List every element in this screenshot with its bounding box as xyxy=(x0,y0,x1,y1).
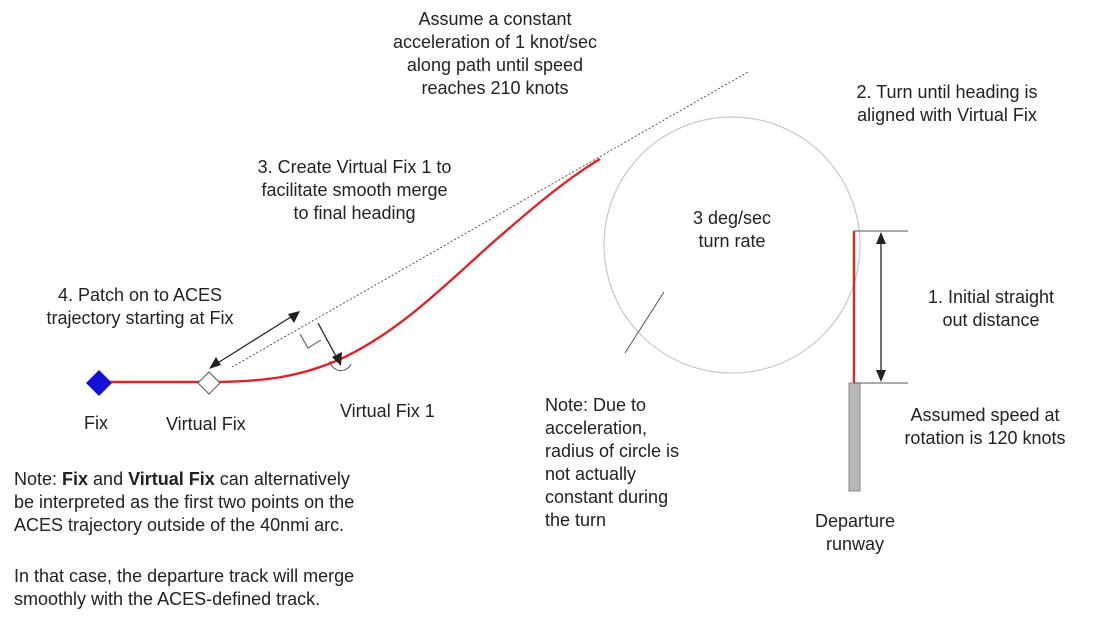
turn-label: 2. Turn until heading is aligned with Vi… xyxy=(812,81,1082,127)
accel-note-line-4: not actually xyxy=(545,464,637,484)
departure-runway-strip xyxy=(848,382,861,492)
extended-heading-line xyxy=(231,71,749,368)
virtual-fix-marker xyxy=(197,371,221,395)
create-vf-line-2: facilitate smooth merge xyxy=(261,180,448,200)
rotation-speed-label: Assumed speed at rotation is 120 knots xyxy=(880,404,1090,450)
acceleration-line-4: reaches 210 knots xyxy=(421,78,569,98)
virtual-fix-1-label: Virtual Fix 1 xyxy=(340,401,435,421)
runway-line-1: Departure xyxy=(814,511,896,531)
accel-note-line-1: Note: Due to xyxy=(545,395,647,415)
straight-out-line-2: out distance xyxy=(942,310,1040,330)
runway-label: Departure runway xyxy=(780,510,930,556)
turn-rate-label: 3 deg/sec turn rate xyxy=(662,207,802,253)
perpendicular-arrowhead xyxy=(332,352,342,366)
runway-line-2: runway xyxy=(825,534,885,554)
main-note-fix: Fix xyxy=(62,469,89,489)
turn-line-2: aligned with Virtual Fix xyxy=(857,105,1037,125)
turn-circle xyxy=(603,116,861,374)
patch-line-2: trajectory starting at Fix xyxy=(46,308,234,328)
fix-marker xyxy=(86,370,112,396)
straight-out-label: 1. Initial straight out distance xyxy=(896,286,1086,332)
note-leader-line xyxy=(624,291,665,354)
accel-note-line-6: the turn xyxy=(545,510,607,530)
acceleration-line-1: Assume a constant xyxy=(418,9,572,29)
virtual-fix-label: Virtual Fix xyxy=(166,414,246,434)
main-note: Note: Fix and Virtual Fix can alternativ… xyxy=(14,468,354,537)
departure-path xyxy=(99,157,601,384)
virtual-fix-1-arc xyxy=(329,360,352,372)
main-note-and: and xyxy=(88,469,129,489)
main-note-line-3: ACES trajectory outside of the 40nmi arc… xyxy=(14,515,345,535)
patch-label: 4. Patch on to ACES trajectory starting … xyxy=(10,284,270,330)
acceleration-note: Note: Due to acceleration, radius of cir… xyxy=(545,394,679,532)
turn-rate-line-2: turn rate xyxy=(698,231,766,251)
main-note-rest: can alternatively xyxy=(214,469,350,489)
accel-note-line-5: constant during xyxy=(545,487,669,507)
acceleration-label: Assume a constant acceleration of 1 knot… xyxy=(350,8,640,100)
patch-line-1: 4. Patch on to ACES xyxy=(57,285,223,305)
create-vf-line-1: 3. Create Virtual Fix 1 to xyxy=(257,157,452,177)
accel-note-line-3: radius of circle is xyxy=(545,441,680,461)
merge-note-line-1: In that case, the departure track will m… xyxy=(14,566,355,586)
right-angle-marker xyxy=(299,333,322,349)
main-note-virtual-fix: Virtual Fix xyxy=(128,469,215,489)
acceleration-line-2: acceleration of 1 knot/sec xyxy=(392,32,598,52)
accel-note-line-2: acceleration, xyxy=(545,418,648,438)
create-virtual-fix-label: 3. Create Virtual Fix 1 to facilitate sm… xyxy=(222,156,487,225)
turn-rate-line-1: 3 deg/sec xyxy=(692,208,772,228)
main-note-line-2: be interpreted as the first two points o… xyxy=(14,492,355,512)
turn-line-1: 2. Turn until heading is xyxy=(856,82,1038,102)
main-note-prefix: Note: xyxy=(14,469,63,489)
straight-out-arrowhead-top xyxy=(876,232,886,244)
rotation-speed-line-2: rotation is 120 knots xyxy=(904,428,1066,448)
perpendicular-arrow xyxy=(317,322,339,361)
create-vf-line-3: to final heading xyxy=(293,203,416,223)
main-note-line-1: Note: Fix and Virtual Fix can alternativ… xyxy=(14,468,354,491)
rotation-speed-line-1: Assumed speed at xyxy=(910,405,1060,425)
merge-note: In that case, the departure track will m… xyxy=(14,565,354,611)
straight-out-line-1: 1. Initial straight xyxy=(927,287,1055,307)
merge-note-line-2: smoothly with the ACES-defined track. xyxy=(14,589,321,609)
acceleration-line-3: along path until speed xyxy=(406,55,584,75)
straight-out-arrowhead-bottom xyxy=(876,370,886,382)
merge-arrowhead-end xyxy=(288,311,300,323)
merge-distance-arrow xyxy=(215,314,295,365)
fix-label: Fix xyxy=(84,413,108,433)
merge-arrowhead-start xyxy=(209,357,221,369)
